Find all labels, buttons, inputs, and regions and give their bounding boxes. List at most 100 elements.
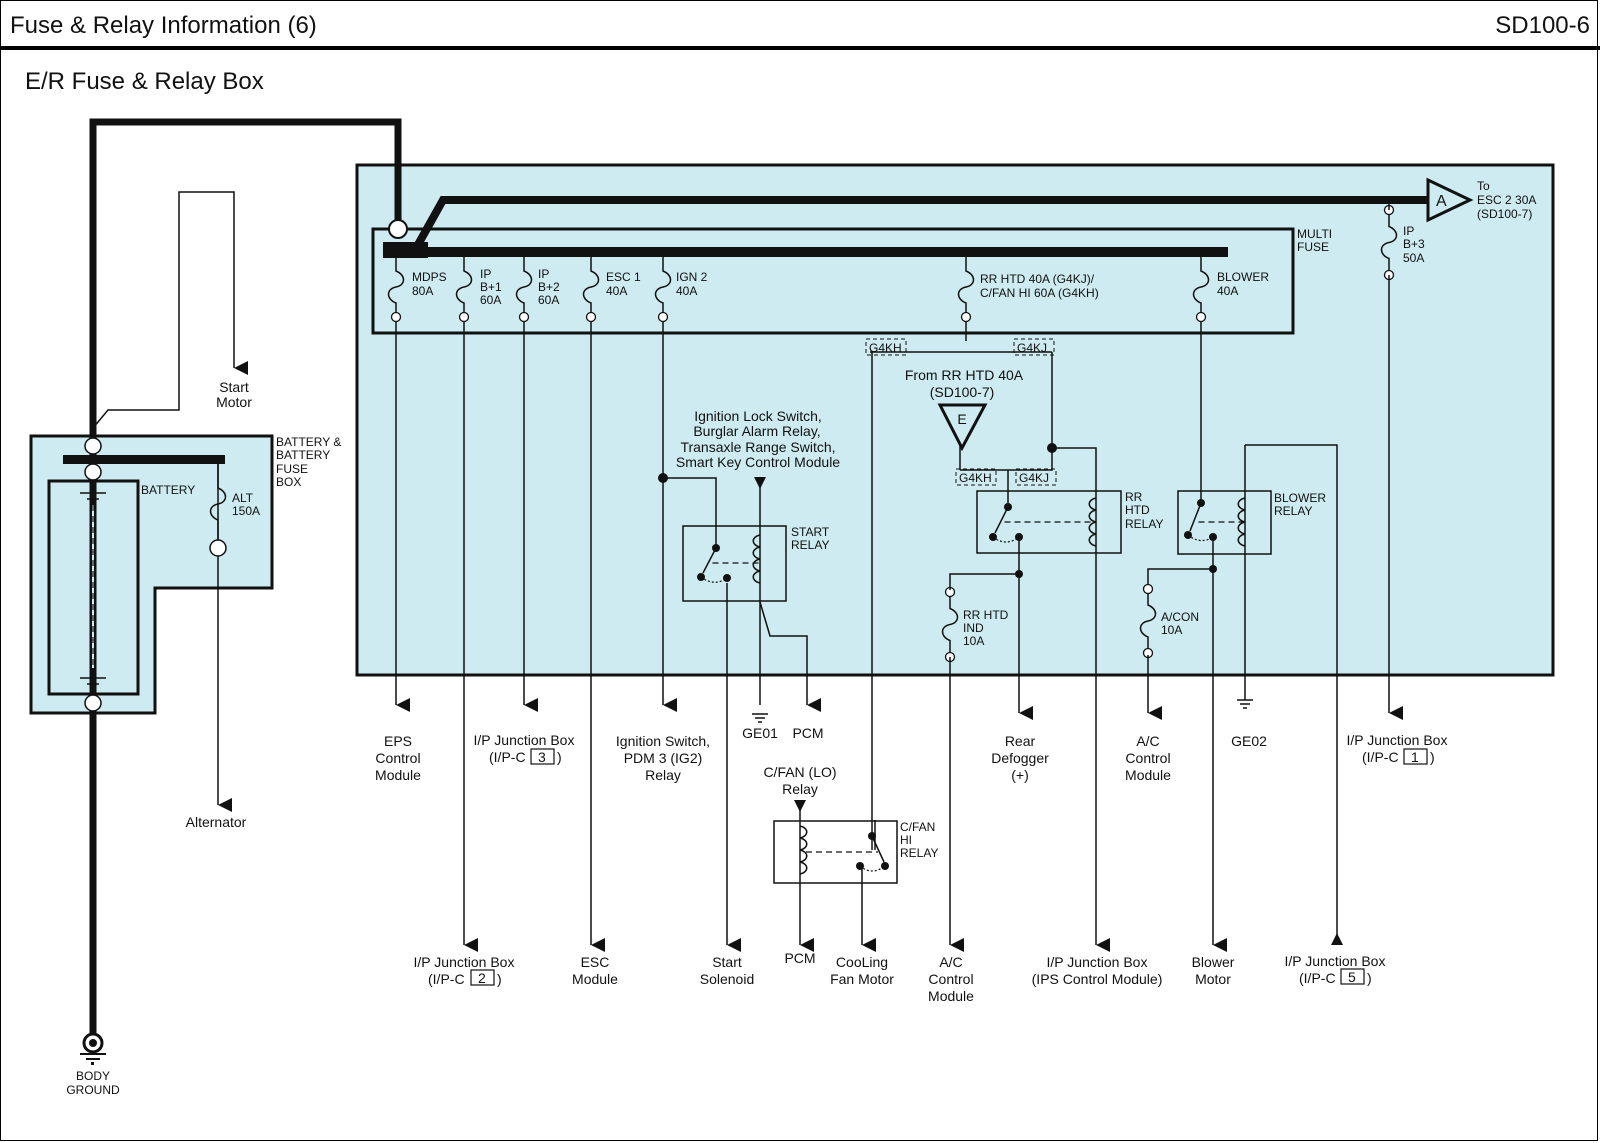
start-relay-label-2: RELAY [791,538,829,552]
svg-text:Control: Control [928,971,973,987]
ignition-note: Ignition Lock Switch, Burglar Alarm Rela… [676,408,840,470]
svg-text:C/FAN (LO): C/FAN (LO) [763,764,836,780]
svg-text:(+): (+) [1011,767,1029,783]
fuse-ign2-label-2: 40A [676,284,697,298]
svg-text:Control: Control [375,750,420,766]
tag-g4kj-bottom: G4KJ [1019,471,1049,485]
ge01-ground-icon [752,713,768,723]
svg-text:Module: Module [928,988,974,1004]
svg-text:Fan Motor: Fan Motor [830,971,894,987]
svg-text:(IPS Control Module): (IPS Control Module) [1032,971,1163,987]
svg-text:3: 3 [538,749,546,765]
connector-e-label-2: (SD100-7) [930,384,995,400]
svg-text:Rear: Rear [1005,733,1036,749]
svg-text:CooLing: CooLing [836,954,888,970]
multi-fuse-bus [383,247,1228,257]
svg-text:Module: Module [375,767,421,783]
svg-text:A/C: A/C [939,954,962,970]
fuse-rrhtd-label-1: RR HTD 40A (G4KJ)/ [980,272,1095,286]
junction-dots [658,443,1217,578]
fuse-ipb1-label-2: B+1 [480,280,502,294]
body-ground-label-1: BODY [76,1069,110,1083]
ignition-input-arrow [754,477,766,489]
battery-fuse-box [29,434,274,715]
bus-terminal [388,219,408,239]
battery-box-label-1: BATTERY & [276,435,341,449]
ipjb1-ref: (I/P-C 1 ) [1362,748,1435,765]
rr-htd-relay-switch-icon [989,497,1097,547]
fuse-ipb3-label-3: 50A [1403,251,1424,265]
fuse-ipb3-label-2: B+3 [1403,237,1425,251]
svg-text:): ) [1430,749,1435,765]
section-title: E/R Fuse & Relay Box [25,68,264,95]
rr-htd-relay-box [976,490,1122,554]
cfan-hi-relay-box [773,820,898,884]
rr-htd-relay-label-3: RELAY [1125,517,1163,531]
svg-text:GE02: GE02 [1231,733,1267,749]
bus-to-connector-a [411,196,1428,252]
rr-htd-relay-label-1: RR [1125,490,1143,504]
fuse-ipb3-label-1: IP [1403,224,1414,238]
svg-text:(I/P-C: (I/P-C [428,971,465,987]
fuse-ipb2-label-1: IP [538,267,549,281]
svg-text:(I/P-C: (I/P-C [489,749,526,765]
multi-fuse-label-1: MULTI [1297,227,1332,241]
cfan-hi-relay-switch-icon [799,825,889,875]
connector-a-label-2: ESC 2 30A [1477,193,1536,207]
multi-fuse-label-2: FUSE [1297,240,1329,254]
fuse-ipb1-label-1: IP [480,267,491,281]
svg-text:Smart Key Control Module: Smart Key Control Module [676,454,840,470]
fuse-mdps-label-1: MDPS [412,270,447,284]
svg-text:Control: Control [1125,750,1170,766]
svg-text:PCM: PCM [784,950,815,966]
multi-fuse-box [371,227,1295,335]
ipjb3-ref: (I/P-C 3 ) [489,748,562,765]
fuse-esc1-label-2: 40A [606,284,627,298]
fuse-ipb1-label-3: 60A [480,293,501,307]
battery-label: BATTERY [141,483,195,497]
body-ground-label-2: GROUND [66,1083,120,1097]
battery-box-label-3: FUSE [276,462,308,476]
rr-htd-ind-label-1: RR HTD [963,608,1009,622]
battery-box-label-2: BATTERY [276,448,330,462]
svg-text:I/P Junction Box: I/P Junction Box [414,954,515,970]
battery-terminal-top [84,437,102,455]
fuse-rrhtd-icon [957,257,975,323]
page-title: Fuse & Relay Information (6) [10,12,317,39]
svg-text:Module: Module [1125,767,1171,783]
svg-text:ESC: ESC [581,954,610,970]
start-relay-label-1: START [791,525,830,539]
svg-text:Start: Start [712,954,742,970]
fuse-ipb2-label-3: 60A [538,293,559,307]
tag-g4kh-bottom: G4KH [959,471,992,485]
page-code: SD100-6 [1495,12,1590,39]
battery-busbar [63,455,225,464]
svg-text:Defogger: Defogger [991,750,1049,766]
connector-e-letter: E [957,411,966,427]
tag-g4kj-top: G4KJ [1017,341,1047,355]
fuse-blower-label-1: BLOWER [1217,270,1269,284]
svg-text:I/P Junction Box: I/P Junction Box [1047,954,1148,970]
svg-text:Ignition Lock Switch,: Ignition Lock Switch, [694,408,822,424]
svg-text:Relay: Relay [645,767,681,783]
battery-cell-box [47,479,140,696]
svg-text:): ) [497,971,502,987]
fuse-mdps-label-2: 80A [412,284,433,298]
rr-htd-ind-label-2: IND [963,621,984,635]
svg-text:): ) [1367,970,1372,986]
fuse-ipb1-icon [455,257,473,323]
battery-terminal-neg [84,694,102,712]
fuse-a-con-icon [1139,583,1157,659]
blower-relay-box [1177,490,1272,555]
svg-text:(I/P-C: (I/P-C [1362,749,1399,765]
blower-relay-label-2: RELAY [1274,504,1312,518]
outputs-bottom: I/P Junction Box ESC Module Start Soleno… [414,950,1386,1004]
battery-terminal-pos [84,463,102,481]
start-motor-label-2: Motor [216,394,252,410]
connector-e-triangle [937,403,988,452]
svg-text:EPS: EPS [384,733,412,749]
fuse-mdps-icon [387,257,405,323]
a-con-label-1: A/CON [1161,610,1199,624]
cfan-hi-relay-label-1: C/FAN [900,820,935,834]
